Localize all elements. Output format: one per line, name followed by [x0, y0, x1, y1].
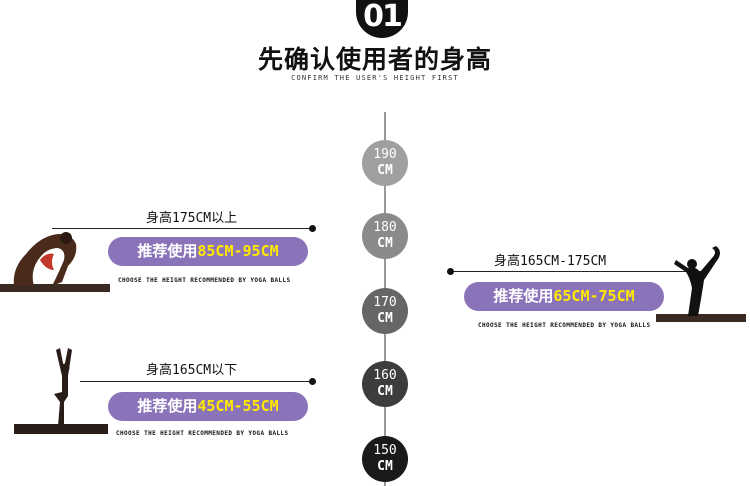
recommendation-pill: 推荐使用85CM-95CM	[108, 237, 308, 266]
scale-marker-190: 190 CM	[362, 140, 408, 186]
scale-marker-150: 150 CM	[362, 436, 408, 482]
height-range-label: 身高165CM以下	[146, 363, 238, 378]
scale-value: 150	[373, 443, 397, 458]
scale-unit: CM	[377, 459, 393, 474]
pointer-line	[80, 381, 314, 382]
recommendation-pill: 推荐使用45CM-55CM	[108, 392, 308, 421]
page-subtitle: CONFIRM THE USER'S HEIGHT FIRST	[291, 74, 459, 82]
recommendation-note: CHOOSE THE HEIGHT RECOMMENDED BY YOGA BA…	[116, 430, 289, 437]
pointer-line	[452, 271, 702, 272]
height-range-label: 身高165CM-175CM	[494, 254, 607, 269]
scale-value: 170	[373, 295, 397, 310]
recommend-prefix: 推荐使用	[493, 287, 554, 305]
ball-size: 85CM-95CM	[197, 242, 279, 260]
scale-value: 190	[373, 147, 397, 162]
pointer-dot	[447, 268, 454, 275]
scale-value: 180	[373, 220, 397, 235]
page-title: 先确认使用者的身高	[257, 45, 492, 74]
pointer-dot	[309, 225, 316, 232]
height-range-label: 身高175CM以上	[146, 211, 238, 226]
recommendation-pill: 推荐使用65CM-75CM	[464, 282, 664, 311]
recommendation-note: CHOOSE THE HEIGHT RECOMMENDED BY YOGA BA…	[478, 322, 651, 329]
yoga-pose-figure-icon	[656, 246, 746, 322]
yoga-pose-figure-icon	[14, 348, 108, 434]
scale-marker-170: 170 CM	[362, 288, 408, 334]
scale-unit: CM	[377, 236, 393, 251]
step-number-badge: 01	[356, 0, 408, 38]
yoga-pose-figure-icon	[0, 232, 110, 292]
recommendation-note: CHOOSE THE HEIGHT RECOMMENDED BY YOGA BA…	[118, 277, 291, 284]
scale-unit: CM	[377, 311, 393, 326]
ball-size: 65CM-75CM	[553, 287, 635, 305]
scale-marker-160: 160 CM	[362, 361, 408, 407]
recommend-prefix: 推荐使用	[137, 397, 198, 415]
recommend-prefix: 推荐使用	[137, 242, 198, 260]
scale-unit: CM	[377, 384, 393, 399]
scale-marker-180: 180 CM	[362, 213, 408, 259]
ball-size: 45CM-55CM	[197, 397, 279, 415]
pointer-line	[52, 228, 314, 229]
scale-value: 160	[373, 368, 397, 383]
scale-unit: CM	[377, 163, 393, 178]
pointer-dot	[309, 378, 316, 385]
